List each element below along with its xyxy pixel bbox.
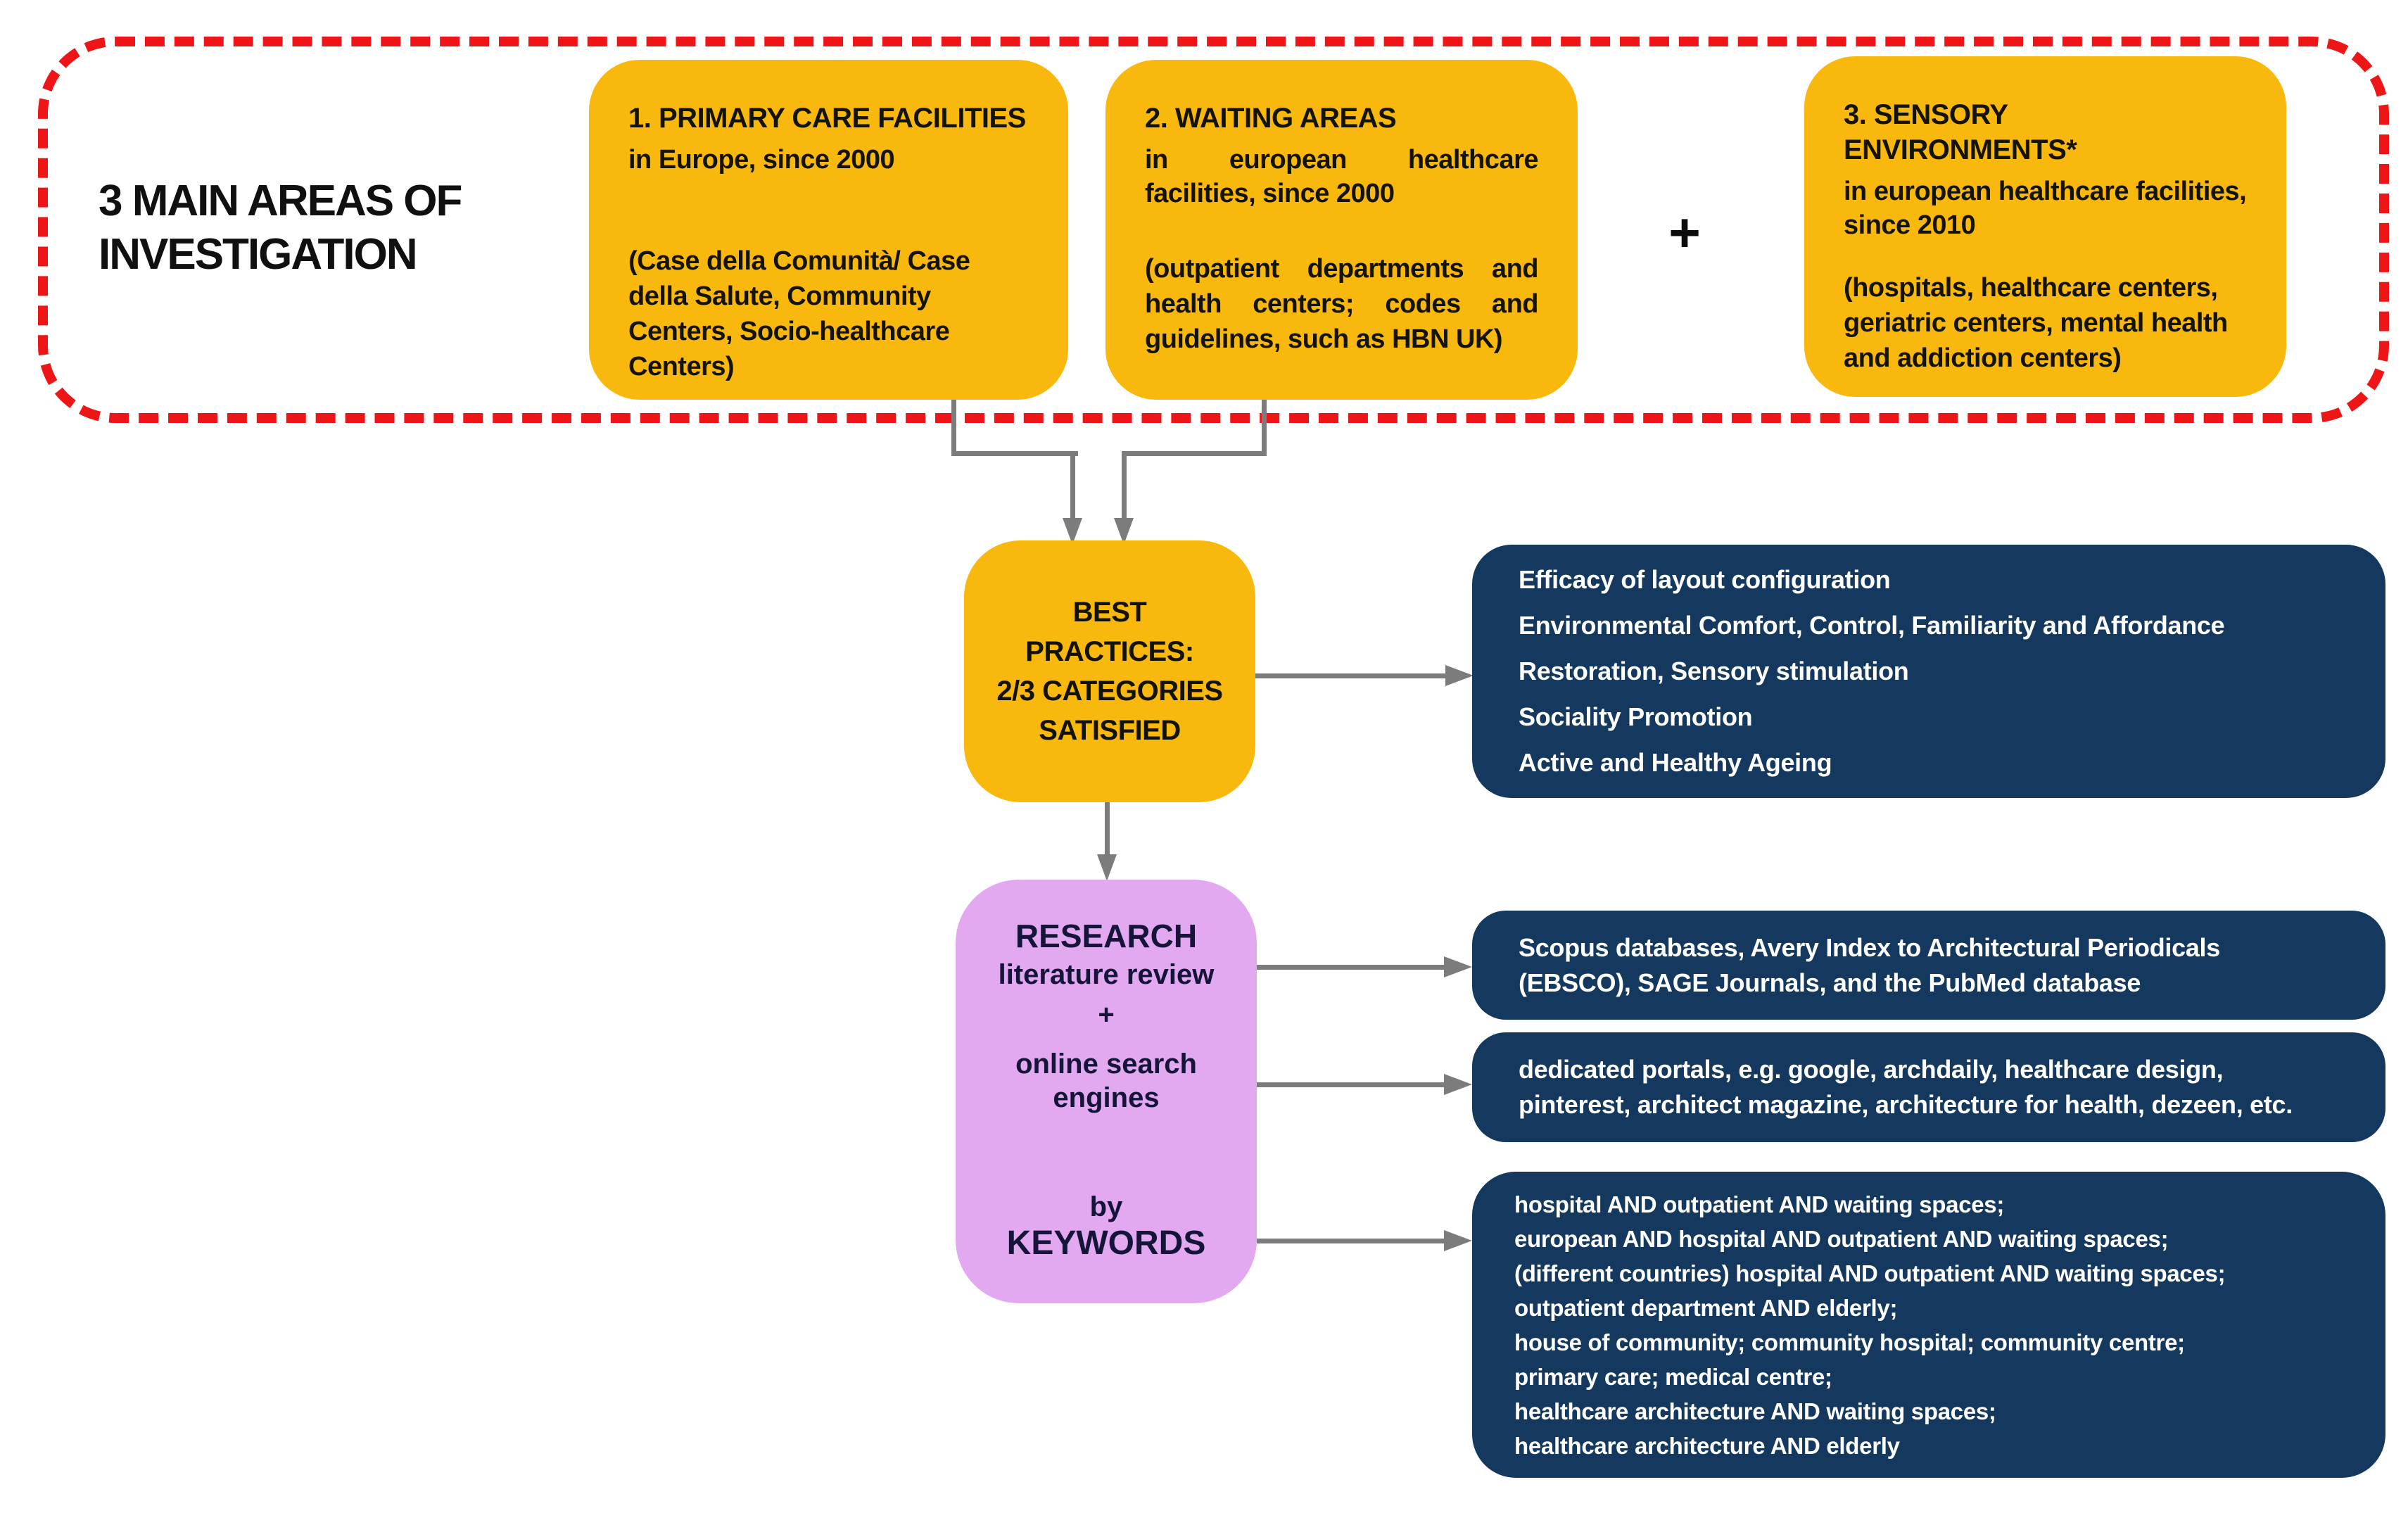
portals-text: dedicated portals, e.g. google, archdail… [1519,1055,2293,1119]
area-detail: (hospitals, healthcare centers, geriatri… [1844,273,2228,373]
area-detail: (Case della Comunità/ Case della Salute,… [628,246,970,381]
keyword-item: healthcare architecture AND waiting spac… [1514,1398,1996,1424]
portals-box: dedicated portals, e.g. google, archdail… [1472,1032,2385,1142]
arrow-best-to-outcomes [1255,673,1447,678]
research-by: by [1089,1191,1123,1222]
main-areas-label: 3 MAIN AREAS OF INVESTIGATION [99,175,479,281]
research-keywords-label: KEYWORDS [1006,1224,1206,1262]
arrow-area2-to-best-seg1 [1262,400,1267,456]
arrow-research-to-portals [1257,1082,1445,1087]
area-subtitle: in european healthcare facilities, since… [1145,145,1539,208]
best-practices-line: SATISFIED [1039,715,1181,746]
outcome-item: Restoration, Sensory stimulation [1519,657,1909,685]
arrow-research-to-databases [1257,965,1445,970]
area-box-primary-care: 1. PRIMARY CARE FACILITIES in Europe, si… [589,60,1068,400]
area-subtitle: in european healthcare facilities, since… [1844,177,2247,240]
research-subtitle: literature review [998,959,1215,990]
area-subtitle: in Europe, since 2000 [628,145,895,175]
outcome-item: Efficacy of layout configuration [1519,565,1891,594]
arrow-area1-to-best-head [1063,518,1082,545]
best-practices-line: PRACTICES: [1025,636,1194,667]
arrow-area1-to-best-seg3 [1070,451,1075,521]
keyword-item: primary care; medical centre; [1514,1363,1832,1390]
keyword-item: healthcare architecture AND elderly [1514,1432,1900,1459]
area-box-sensory-environments: 3. SENSORY ENVIRONMENTS* in european hea… [1804,56,2286,397]
arrow-area2-to-best-seg3 [1122,451,1127,521]
keyword-item: (different countries) hospital AND outpa… [1514,1260,2226,1286]
arrow-best-to-research [1105,802,1110,857]
databases-text: Scopus databases, Avery Index to Archite… [1519,932,2220,997]
best-practices-line: BEST [1072,597,1147,628]
keyword-item: house of community; community hospital; … [1514,1329,2185,1355]
arrow-research-to-portals-head [1444,1074,1472,1095]
research-box: RESEARCH literature review + online sear… [956,880,1257,1303]
area-detail: (outpatient departments and health cente… [1145,254,1539,354]
databases-box: Scopus databases, Avery Index to Archite… [1472,911,2385,1020]
keyword-item: outpatient department AND elderly; [1514,1294,1898,1321]
arrow-area2-to-best-seg2 [1122,451,1267,456]
research-title: RESEARCH [1015,918,1198,954]
arrow-best-to-research-head [1097,854,1117,881]
keyword-item: european AND hospital AND outpatient AND… [1514,1225,2169,1252]
arrow-research-to-keywords-head [1444,1230,1472,1251]
best-practices-line: 2/3 CATEGORIES [996,676,1223,707]
area-title: 3. SENSORY ENVIRONMENTS* [1844,99,2077,165]
area-title: 2. WAITING AREAS [1145,103,1397,134]
plus-icon: + [1098,999,1115,1030]
area-box-waiting-areas: 2. WAITING AREAS in european healthcare … [1105,60,1578,400]
outcome-item: Environmental Comfort, Control, Familiar… [1519,611,2225,640]
arrow-area2-to-best-head [1114,518,1134,545]
arrow-best-to-outcomes-head [1445,665,1474,686]
investigation-dashed-frame [38,37,2389,423]
arrow-research-to-keywords [1257,1239,1445,1243]
main-areas-label-line1: 3 MAIN AREAS OF [99,177,462,225]
arrow-area1-to-best-seg1 [951,400,956,456]
best-practices-box: BEST PRACTICES: 2/3 CATEGORIES SATISFIED [964,540,1255,802]
arrow-research-to-databases-head [1444,956,1472,977]
area-title: 1. PRIMARY CARE FACILITIES [628,103,1026,134]
arrow-area1-to-best-seg2 [951,451,1078,456]
keywords-box: hospital AND outpatient AND waiting spac… [1472,1172,2385,1478]
keyword-item: hospital AND outpatient AND waiting spac… [1514,1191,2005,1217]
outcomes-box: Efficacy of layout configuration Environ… [1472,545,2385,798]
plus-icon: + [1668,201,1701,263]
outcome-item: Sociality Promotion [1519,702,1753,731]
main-areas-label-line2: INVESTIGATION [99,230,418,279]
outcome-item: Active and Healthy Ageing [1519,748,1832,777]
research-method: online search engines [1015,1049,1197,1113]
